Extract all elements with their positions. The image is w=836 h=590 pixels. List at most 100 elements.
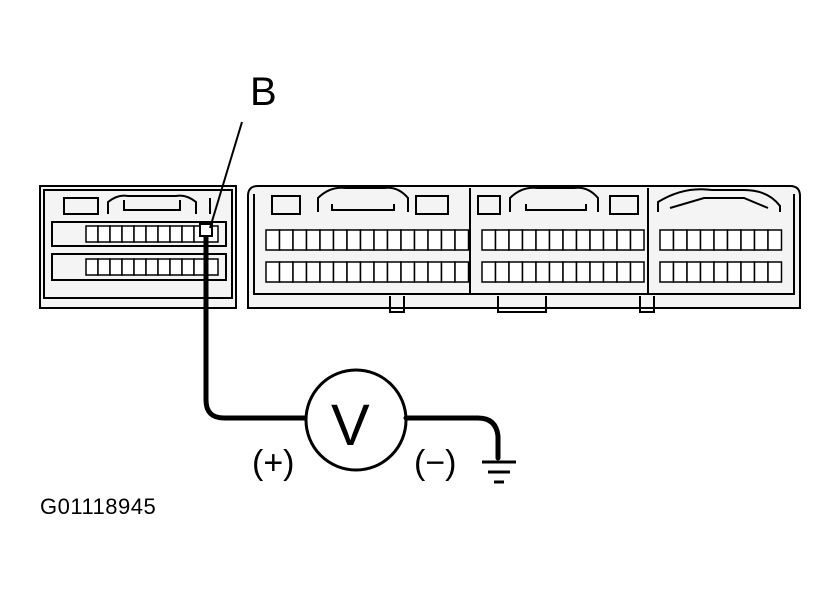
connector-pin: [562, 229, 578, 251]
connector-pin: [133, 258, 147, 276]
probe-wire-negative: [403, 415, 501, 461]
connector-pin: [346, 229, 362, 251]
connector-pin: [413, 229, 429, 251]
connector-pin: [305, 229, 321, 251]
pin-b-leader-line: [209, 121, 243, 229]
connector-pin: [427, 229, 443, 251]
connector-pin: [548, 229, 564, 251]
connector-pin: [359, 229, 375, 251]
connector-pin: [133, 225, 147, 243]
connector-pin: [508, 229, 524, 251]
connector-pin: [121, 225, 135, 243]
connector-pin: [109, 258, 123, 276]
connector-pin: [494, 261, 510, 283]
connector-pin: [508, 261, 524, 283]
connector-pin: [413, 261, 429, 283]
connector-pin: [726, 261, 742, 283]
connector-pin: [616, 261, 632, 283]
connector-pin: [386, 229, 402, 251]
connector-pin: [332, 229, 348, 251]
connector-pin: [740, 261, 756, 283]
connector-pin: [157, 258, 171, 276]
ground-icon: [482, 460, 516, 484]
connector-pin: [181, 258, 195, 276]
pin-b-label: B: [250, 70, 277, 114]
connector-pin: [145, 258, 159, 276]
connector-pin: [440, 261, 456, 283]
connector-pin: [699, 261, 715, 283]
connector-pin: [386, 261, 402, 283]
connector-pin: [535, 261, 551, 283]
connector-pin: [602, 229, 618, 251]
connector-pin: [659, 261, 675, 283]
connector-pin: [292, 229, 308, 251]
probe-wire-positive: [203, 229, 309, 421]
connector-pin: [373, 229, 389, 251]
connector-pin: [265, 261, 281, 283]
connector-pin: [535, 229, 551, 251]
connector-pin: [181, 225, 195, 243]
connector-pin: [494, 229, 510, 251]
connector-pin: [589, 261, 605, 283]
connector-pin: [400, 261, 416, 283]
figure-id: G01118945: [40, 494, 157, 519]
probe-tip: [199, 223, 213, 237]
connector-pin: [753, 261, 769, 283]
connector-pin: [699, 229, 715, 251]
connector-pin: [629, 229, 645, 251]
connector-pin: [659, 229, 675, 251]
connector-pin: [145, 225, 159, 243]
right-connector: [247, 185, 801, 313]
connector-pin: [121, 258, 135, 276]
connector-pin: [740, 229, 756, 251]
connector-pin: [157, 225, 171, 243]
left-connector: [39, 185, 237, 309]
connector-pin: [109, 225, 123, 243]
connector-pin: [713, 229, 729, 251]
connector-pin: [359, 261, 375, 283]
connector-pin: [278, 261, 294, 283]
connector-pin: [575, 229, 591, 251]
connector-pin: [332, 261, 348, 283]
negative-probe-label: (−): [414, 444, 457, 482]
connector-pin: [169, 225, 183, 243]
connector-pin: [548, 261, 564, 283]
connector-pin: [616, 229, 632, 251]
connector-pin: [686, 229, 702, 251]
connector-pin: [440, 229, 456, 251]
connector-pin: [726, 229, 742, 251]
connector-pin: [713, 261, 729, 283]
connector-pin: [346, 261, 362, 283]
connector-pin: [169, 258, 183, 276]
connector-pin: [521, 229, 537, 251]
positive-probe-label: (+): [252, 444, 295, 482]
connector-pin: [575, 261, 591, 283]
connector-pin: [305, 261, 321, 283]
connector-pin: [278, 229, 294, 251]
connector-pin: [265, 229, 281, 251]
connector-pin: [400, 229, 416, 251]
connector-pin: [672, 229, 688, 251]
connector-pin: [454, 261, 470, 283]
connector-pin: [767, 229, 783, 251]
connector-pin: [753, 229, 769, 251]
connector-pin: [319, 229, 335, 251]
connector-pin: [686, 261, 702, 283]
connector-pin: [97, 225, 111, 243]
connector-pin: [85, 225, 99, 243]
connector-pin: [602, 261, 618, 283]
connector-pin: [481, 229, 497, 251]
connector-pin: [97, 258, 111, 276]
connector-pin: [562, 261, 578, 283]
connector-pin: [292, 261, 308, 283]
voltmeter-symbol: V: [331, 393, 370, 458]
connector-pin: [481, 261, 497, 283]
left-connector-row-2: [85, 258, 219, 276]
left-connector-row-1: [85, 225, 219, 243]
connector-pin: [629, 261, 645, 283]
connector-pin: [589, 229, 605, 251]
connector-pin: [427, 261, 443, 283]
connector-pin: [319, 261, 335, 283]
connector-pin: [85, 258, 99, 276]
